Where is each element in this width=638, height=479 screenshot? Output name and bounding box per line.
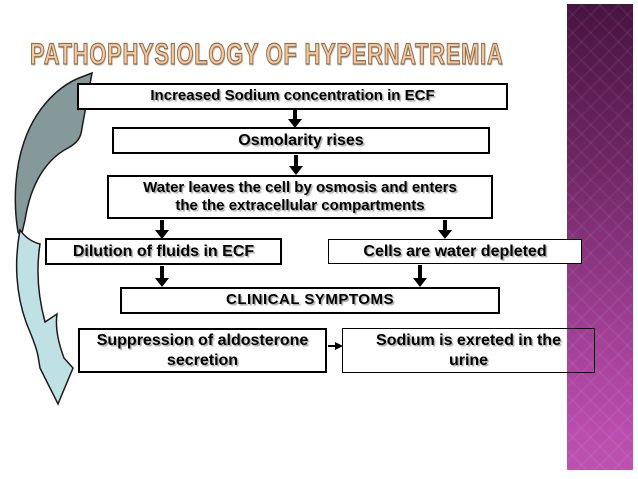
flow-box-clinical-symptoms: CLINICAL SYMPTOMS <box>120 287 500 314</box>
flow-box-dilution-ecf: Dilution of fluids in ECF <box>45 238 282 265</box>
down-arrow <box>155 220 169 239</box>
swoosh-dark-segment <box>14 71 93 239</box>
curved-arrow-decoration <box>14 71 93 406</box>
right-arrow <box>328 341 343 350</box>
flow-box-cells-water-depleted: Cells are water depleted <box>328 239 582 264</box>
flow-box-aldosterone-suppression: Suppression of aldosterone secretion <box>78 328 327 373</box>
flow-box-osmolarity-rises: Osmolarity rises <box>112 127 490 154</box>
down-arrow <box>155 266 169 287</box>
down-arrow <box>288 110 302 128</box>
down-arrow <box>289 155 303 175</box>
down-arrow <box>413 265 427 287</box>
right-gradient-bar <box>567 4 633 470</box>
flow-box-water-leaves-cell: Water leaves the cell by osmosis and ent… <box>107 175 493 219</box>
down-arrow <box>438 220 452 239</box>
flow-box-sodium-excreted: Sodium is exreted in the urine <box>342 328 595 373</box>
flow-box-increased-sodium: Increased Sodium concentration in ECF <box>77 83 508 110</box>
swoosh-light-segment <box>15 228 74 406</box>
page-title: PATHOPHYSIOLOGY OF HYPERNATREMIA <box>30 37 504 71</box>
